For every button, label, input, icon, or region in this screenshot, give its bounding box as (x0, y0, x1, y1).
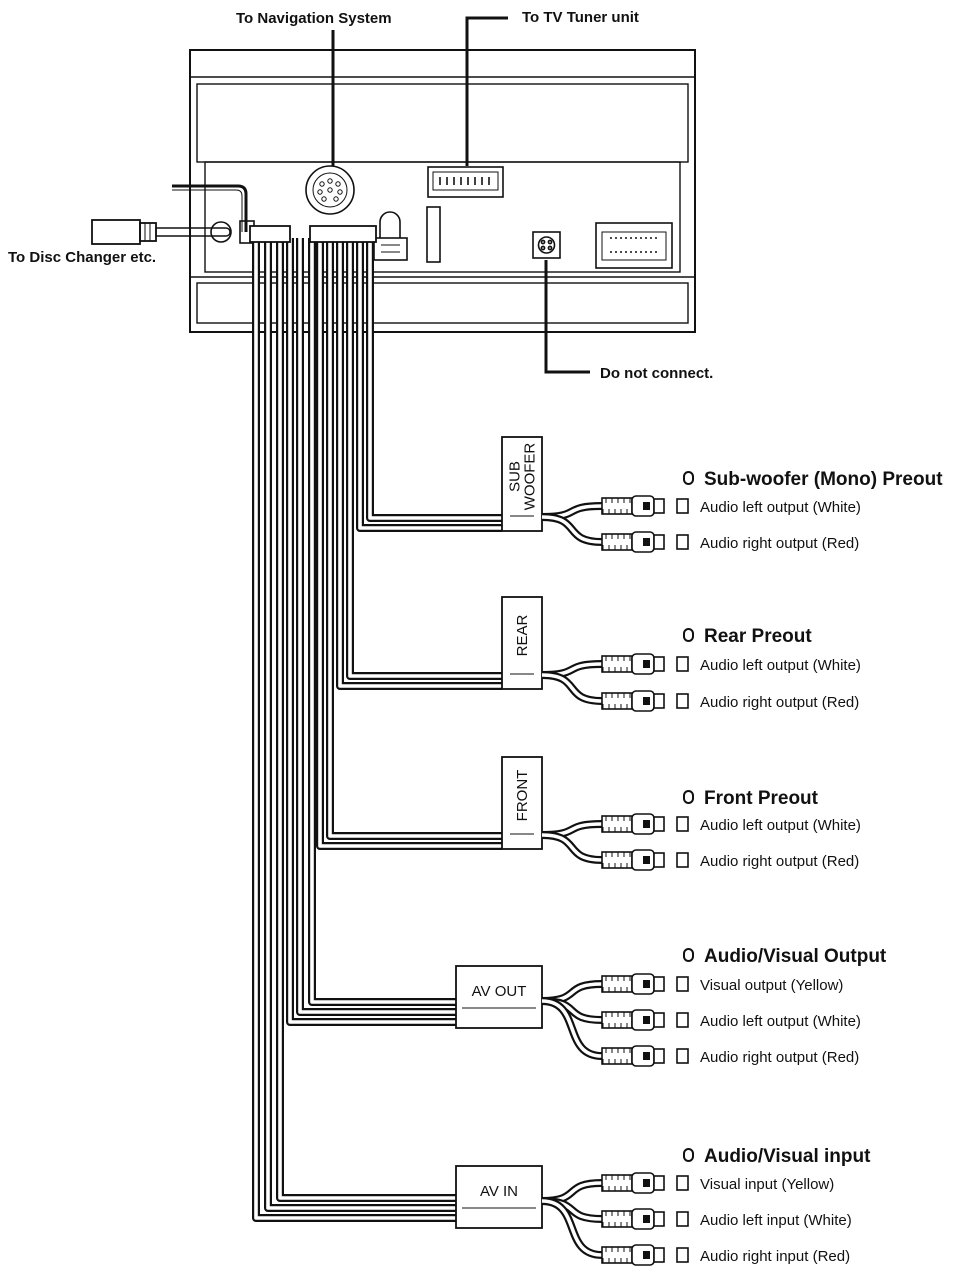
cable-label: Audio left input (White) (700, 1212, 852, 1229)
rca-plug-icon (601, 1244, 689, 1266)
cable-label: Audio right output (Red) (700, 535, 859, 552)
bullet-circle-icon (683, 948, 694, 962)
rca-plug-icon (601, 1009, 689, 1031)
subwoofer-box-label: SUB (507, 461, 524, 492)
cable-label: Audio right output (Red) (700, 1049, 859, 1066)
front-box-label: FRONT (514, 770, 531, 822)
disc-changer-socket (210, 220, 255, 244)
bullet-circle-icon (683, 471, 694, 485)
tv-tuner-callout: To TV Tuner unit (522, 9, 639, 26)
navigation-connector (305, 165, 355, 215)
cable-label: Audio right output (Red) (700, 694, 859, 711)
bullet-circle-icon (683, 1148, 694, 1162)
front-title: Front Preout (704, 788, 819, 809)
rca-plug-icon (601, 973, 689, 995)
do-not-connect-callout: Do not connect. (600, 365, 713, 382)
cable-label: Audio left output (White) (700, 1013, 861, 1030)
cable-label: Audio right input (Red) (700, 1248, 850, 1265)
callout-leaders (331, 16, 590, 374)
antenna-connector (373, 211, 408, 261)
av-in-title: Audio/Visual input (704, 1146, 871, 1167)
bullet-circle-icon (683, 628, 694, 642)
subwoofer-box-label: WOOFER (522, 443, 539, 511)
bullet-circle-icon (683, 790, 694, 804)
av-out-title: Audio/Visual Output (704, 946, 887, 967)
harness-wires (249, 225, 502, 1222)
do-not-connect-connector (532, 231, 561, 259)
rca-plug-icon (601, 849, 689, 871)
head-unit-chassis (189, 49, 696, 333)
rca-plug-icon (601, 690, 689, 712)
rca-plug-icon (601, 653, 689, 675)
cable-label: Visual input (Yellow) (700, 1176, 834, 1193)
rca-plug-icon (601, 1045, 689, 1067)
rca-plug-icon (601, 495, 689, 517)
cable-label: Audio right output (Red) (700, 853, 859, 870)
fuse-slot (426, 206, 441, 263)
subwoofer-box (501, 436, 543, 532)
rca-plug-icon (601, 1208, 689, 1230)
subwoofer-title: Sub-woofer (Mono) Preout (704, 469, 943, 490)
rca-plug-icon (601, 1172, 689, 1194)
navigation-callout: To Navigation System (236, 10, 392, 27)
cable-label: Audio left output (White) (700, 817, 861, 834)
rear-box-label: REAR (514, 615, 531, 657)
power-connector (595, 222, 673, 269)
rca-plug-icon (601, 531, 689, 553)
av-in-box-label: AV IN (480, 1183, 518, 1200)
disc-changer-plug (91, 184, 248, 245)
rear-title: Rear Preout (704, 626, 812, 647)
cable-label: Audio left output (White) (700, 657, 861, 674)
tv-tuner-connector (427, 166, 504, 198)
cable-label: Audio left output (White) (700, 499, 861, 516)
cable-label: Visual output (Yellow) (700, 977, 843, 994)
av-out-box-label: AV OUT (472, 983, 527, 1000)
disc-changer-callout: To Disc Changer etc. (8, 249, 156, 266)
rca-plug-icon (601, 813, 689, 835)
